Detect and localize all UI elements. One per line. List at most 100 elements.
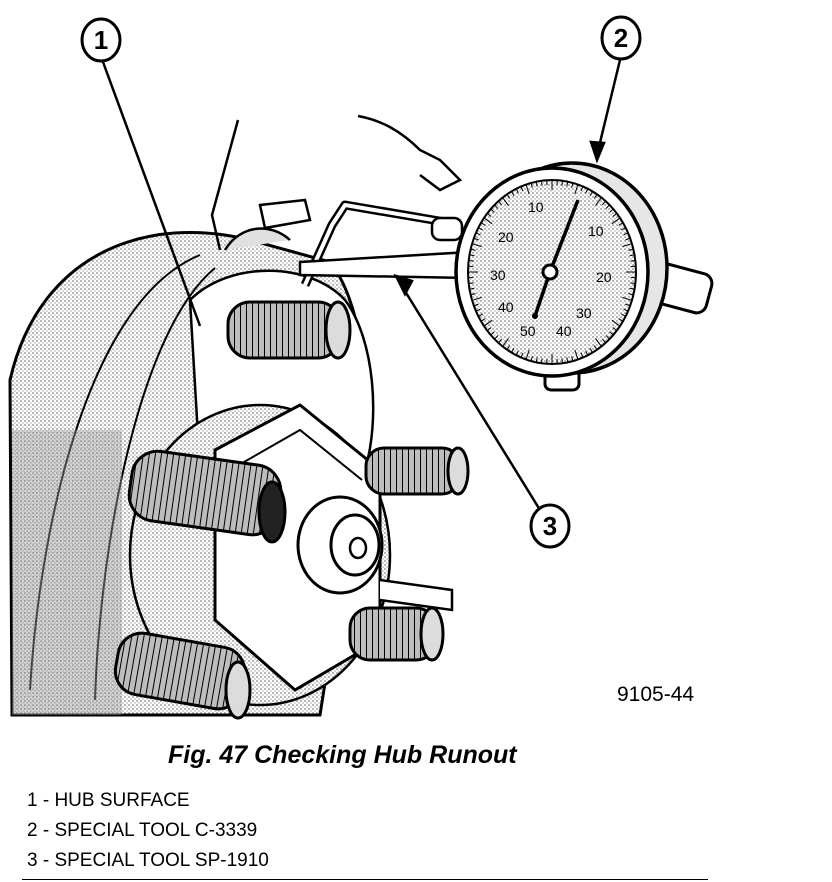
dial-tick [480,222,486,226]
dial-tick [618,222,624,226]
dial-tick-ring [468,180,636,364]
wheel-stud-top [226,300,352,360]
dial-tick [601,338,606,344]
dial-tick [525,349,530,360]
dial-tick [623,308,629,312]
dial-tick [629,287,635,290]
dial-tick [628,293,634,296]
dial-tick [483,319,493,327]
dial-tick [525,184,530,195]
figure-code: 9105-44 [617,683,695,706]
dial-tick [574,349,579,360]
dial-numerals: 10 20 30 40 50 10 20 30 40 [490,199,612,339]
leader-lines [101,59,622,511]
dial-tick [520,352,524,358]
dial-tick [478,227,484,231]
dial-tick [561,180,564,186]
dial-tick [622,243,633,248]
callout-2-label: 2 [614,23,628,53]
dial-tick [502,338,509,347]
wheel-stud-bottom-left [113,631,252,720]
dial-tick [593,194,598,199]
steering-knuckle [210,114,463,251]
dial-tick [623,232,629,236]
dial-tick [611,217,621,225]
dial-tick [625,237,631,241]
dial-mark-10-right: 10 [588,223,604,239]
dial-tick [506,345,511,350]
dial-tick [498,200,503,206]
dial-tick [609,331,614,336]
dial-tick [589,191,593,197]
dial-tick [620,227,626,231]
dial-mark-40-right: 40 [556,323,572,339]
dial-tick [612,327,618,332]
dial-mark-10-left: 10 [528,199,544,215]
dial-tick [471,243,482,248]
dial-tick [574,184,579,195]
callout-1-label: 1 [94,25,108,55]
dial-tick [494,204,499,209]
callout-3: 3 [529,503,571,549]
dial-tick [468,259,474,262]
dial-tick [571,356,574,362]
dial-tick [494,335,499,340]
dial-tick [470,293,476,296]
callout-3-label: 3 [543,511,557,541]
callout-2: 2 [600,15,642,61]
dial-tick [625,303,631,307]
dial-tick [566,357,569,363]
legend-list: 1 - HUB SURFACE 2 - SPECIAL TOOL C-3339 … [27,786,269,876]
leader-line-2 [595,59,622,156]
dial-tick [609,208,614,213]
dial-tick [580,352,584,358]
dial-tick [530,182,533,188]
dial-tick [535,181,538,187]
dial-tick [515,188,519,194]
dial-mark-20-right: 20 [596,269,612,285]
dial-tick [483,217,493,225]
dial-tick [478,313,484,317]
dial-tick [593,345,598,350]
dial-tick [490,208,495,213]
dial-tick [571,182,574,188]
dial-tick [469,287,475,290]
dial-mark-40-left: 40 [498,299,514,315]
dial-tick [486,327,492,332]
dial-mark-30-right: 30 [576,305,592,321]
legend-item-3: 3 - SPECIAL TOOL SP-1910 [27,850,269,871]
dial-tick [520,186,524,192]
legend-item-1: 1 - HUB SURFACE [27,790,190,811]
legend-item-2: 2 - SPECIAL TOOL C-3339 [27,820,258,841]
dial-tick [605,204,610,209]
wheel-stud-bottom-right [348,606,445,662]
dial-tick [561,358,564,364]
dial-tick [502,197,509,206]
dial-tick [498,338,503,344]
dial-tick [585,350,589,356]
dial-pivot [541,263,559,281]
dial-tick [628,248,634,251]
leader-line-1 [101,61,202,327]
wheel-stud-right [364,446,470,496]
dial-tick [530,356,533,362]
dial-tick [585,188,589,194]
hub-runout-illustration: 10 20 30 40 50 10 20 30 40 1 2 3 [8,15,714,720]
dial-tick [471,296,482,301]
dial-tick [535,357,538,363]
dial-tick [629,254,635,257]
dial-tick [490,331,495,336]
dial-tick [630,282,636,285]
wheel-stud-left [127,449,287,544]
indicator-holder [298,200,472,287]
dial-mark-50: 50 [520,323,536,339]
dial-tick [515,350,519,356]
dial-tick [589,347,593,353]
dial-tick [470,248,476,251]
dial-indicator: 10 20 30 40 50 10 20 30 40 [454,161,714,392]
dial-tick [468,282,474,285]
dial-tick [566,181,569,187]
dial-tick [486,212,492,217]
leader-line-3 [398,282,542,511]
dial-tick [611,319,621,327]
